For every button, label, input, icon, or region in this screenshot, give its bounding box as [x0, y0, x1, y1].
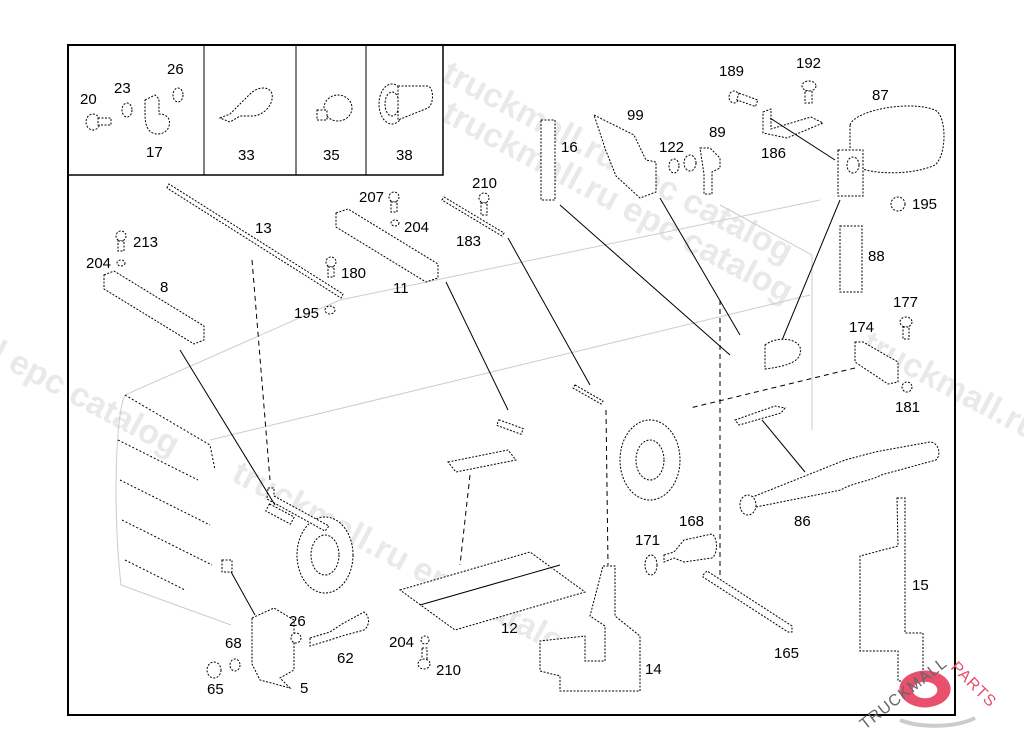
plate-88	[839, 225, 863, 293]
callout-207: 207	[359, 189, 384, 206]
clamp-block-8	[103, 270, 205, 345]
watermark: l epc catalog	[0, 334, 186, 464]
bracket-5	[251, 607, 295, 689]
silencer-86	[740, 441, 940, 511]
inset-4-parts	[378, 83, 433, 125]
washer-26	[172, 87, 184, 103]
callout-165: 165	[774, 645, 799, 662]
bracket-15	[859, 497, 924, 682]
callout-189: 189	[719, 63, 744, 80]
plate-99	[593, 114, 657, 199]
callout-38: 38	[396, 147, 413, 164]
callout-181: 181	[895, 399, 920, 416]
bracket-186	[762, 108, 825, 139]
inset-3-parts	[316, 94, 353, 122]
callout-68: 68	[225, 635, 242, 652]
callout-180: 180	[341, 265, 366, 282]
watermark: truckmall.ru epc catalog	[436, 94, 799, 311]
callout-15: 15	[912, 577, 929, 594]
bracket-16	[540, 119, 556, 201]
clamp-block-11	[335, 208, 439, 283]
callout-5: 5	[300, 680, 308, 697]
callout-12: 12	[501, 620, 518, 637]
gear-icon	[899, 670, 951, 708]
callout-99: 99	[627, 107, 644, 124]
callout-195: 195	[294, 305, 319, 322]
callout-20: 20	[80, 91, 97, 108]
sensor-62	[309, 611, 369, 647]
fitting-168	[663, 533, 717, 563]
callout-192: 192	[796, 55, 821, 72]
callout-171: 171	[635, 532, 660, 549]
strip-183	[441, 196, 505, 237]
callout-89: 89	[709, 124, 726, 141]
callout-204: 204	[404, 219, 429, 236]
bracket-174	[854, 341, 899, 385]
callout-14: 14	[645, 661, 662, 678]
callout-210: 210	[472, 175, 497, 192]
callout-8: 8	[160, 279, 168, 296]
parts-main	[103, 80, 945, 692]
clamp-17	[144, 94, 170, 135]
callout-65: 65	[207, 681, 224, 698]
callout-26: 26	[167, 61, 184, 78]
callout-13: 13	[255, 220, 272, 237]
washer-23	[121, 102, 133, 118]
truckmall-parts-logo: TRUCKMALL PARTS	[857, 655, 999, 734]
callout-17: 17	[146, 144, 163, 161]
strap-13	[166, 183, 344, 299]
callout-168: 168	[679, 513, 704, 530]
truck-cab-outline	[115, 199, 821, 626]
air-tank-87	[849, 105, 945, 174]
callout-26: 26	[289, 613, 306, 630]
callout-174: 174	[849, 319, 874, 336]
cable-tie-33	[218, 87, 273, 123]
callout-213: 213	[133, 234, 158, 251]
callout-35: 35	[323, 147, 340, 164]
callout-62: 62	[337, 650, 354, 667]
callout-177: 177	[893, 294, 918, 311]
callout-204: 204	[86, 255, 111, 272]
valve-89	[699, 147, 721, 195]
callout-122: 122	[659, 139, 684, 156]
callout-87: 87	[872, 87, 889, 104]
callout-210: 210	[436, 662, 461, 679]
callout-204: 204	[389, 634, 414, 651]
diagram-frame	[67, 44, 956, 716]
bolt-20-shank	[97, 117, 112, 126]
strip-165	[702, 570, 793, 633]
callout-16: 16	[561, 139, 578, 156]
bracket-14	[539, 565, 641, 692]
callout-183: 183	[456, 233, 481, 250]
callout-186: 186	[761, 145, 786, 162]
callout-23: 23	[114, 80, 131, 97]
inset-box	[67, 44, 444, 176]
callout-195: 195	[912, 196, 937, 213]
hose-clamp-35	[323, 94, 353, 122]
inset-1-parts	[85, 87, 184, 135]
callout-11: 11	[393, 280, 409, 297]
callout-labels: 20 23 26 17 33 35 38 13 213 204 8 195 18…	[80, 55, 937, 698]
inset-2-parts	[218, 87, 273, 123]
callout-86: 86	[794, 513, 811, 530]
callout-33: 33	[238, 147, 255, 164]
callout-88: 88	[868, 248, 885, 265]
